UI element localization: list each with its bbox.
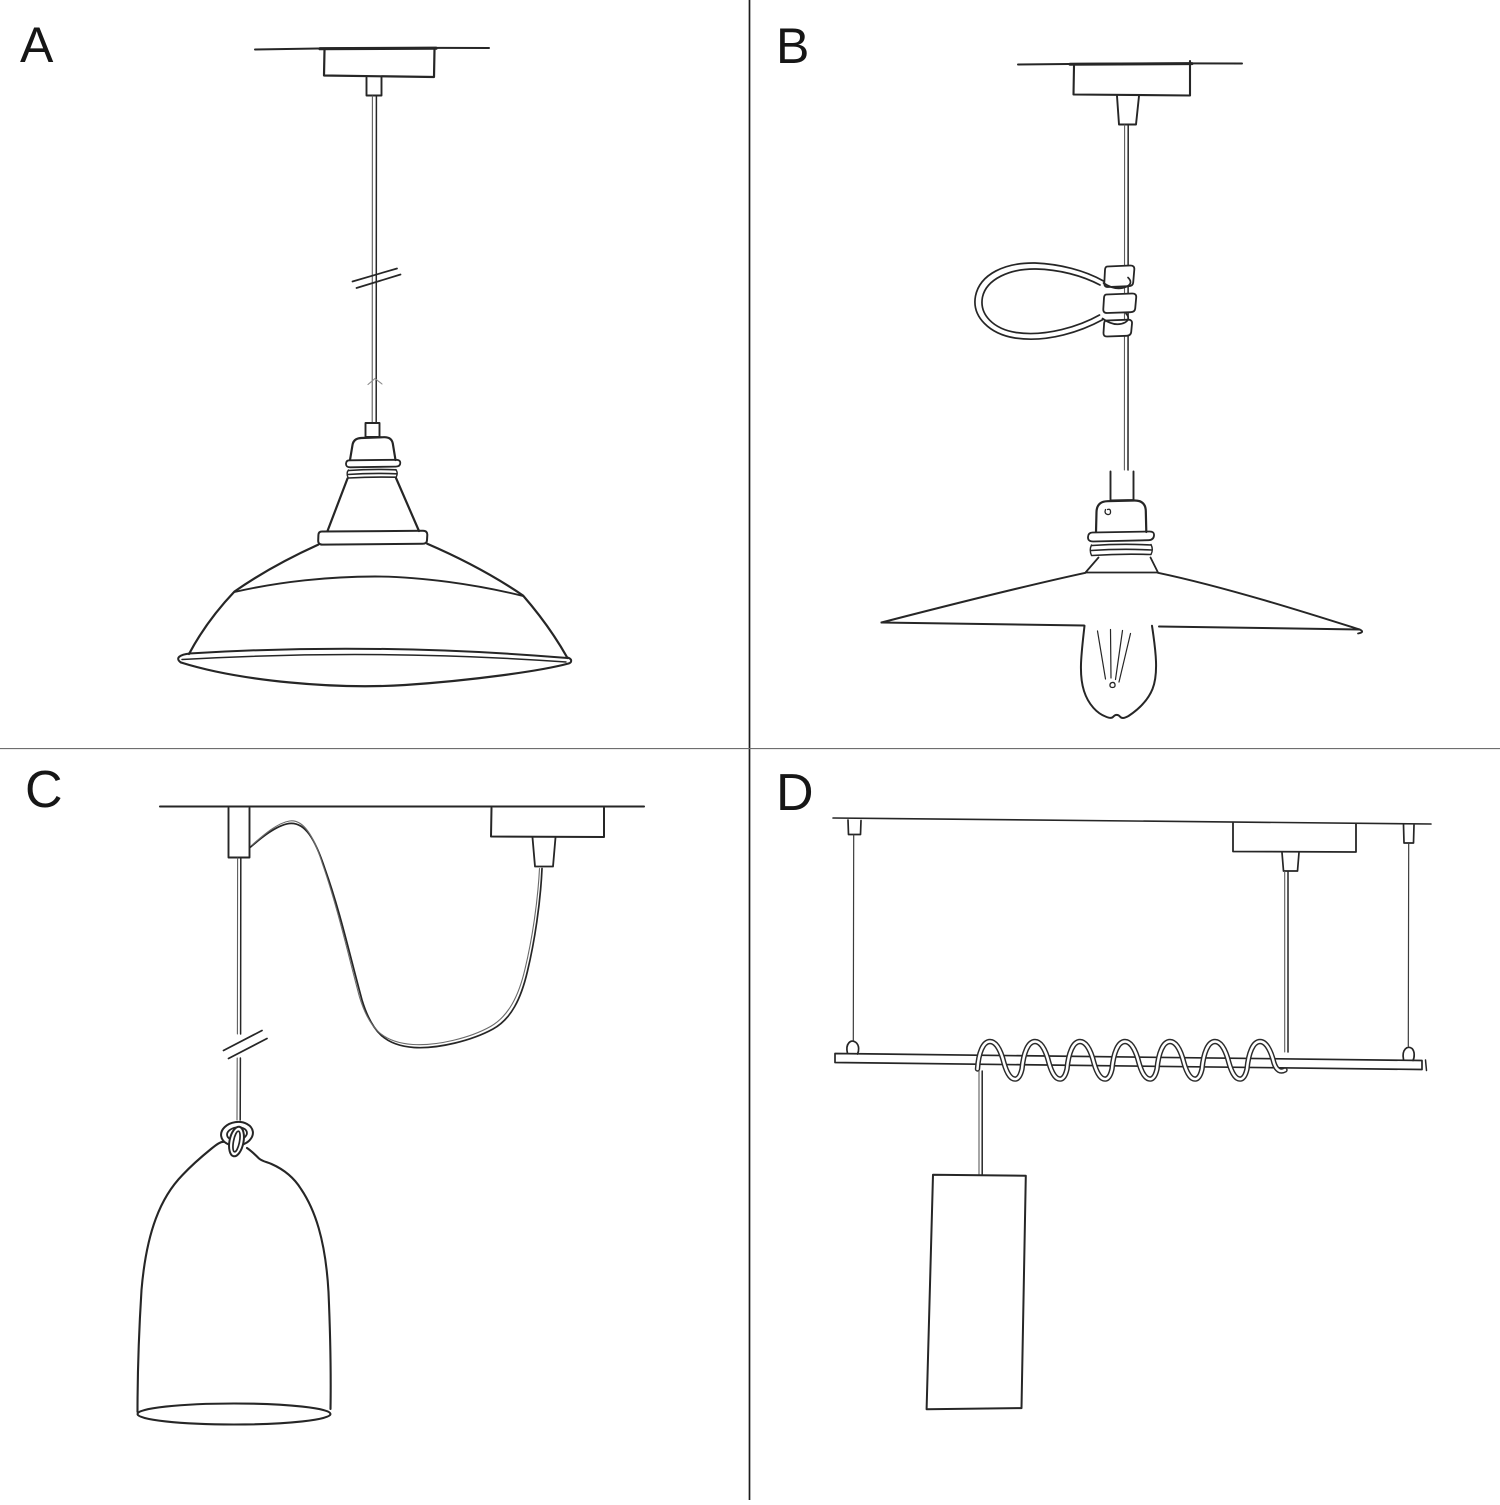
svg-text:C: C	[25, 761, 63, 819]
svg-text:D: D	[776, 764, 814, 822]
svg-text:A: A	[20, 17, 54, 73]
svg-text:B: B	[776, 18, 809, 74]
